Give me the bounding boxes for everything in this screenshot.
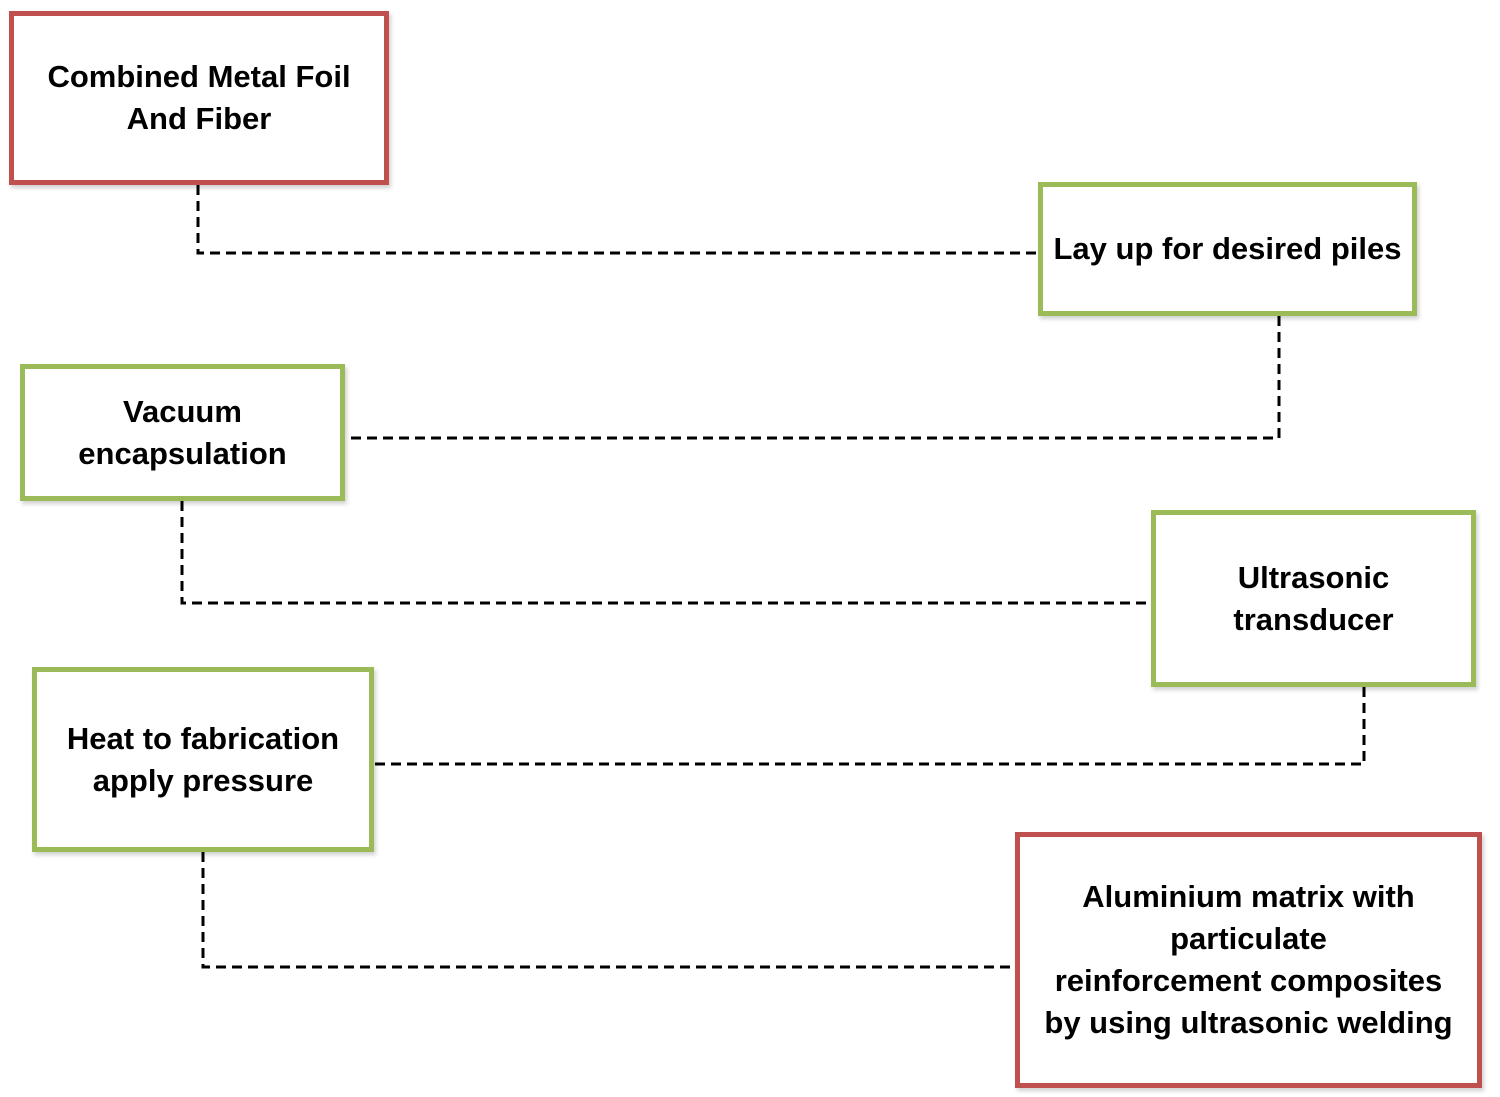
connector-heat-to-end [201, 852, 1015, 969]
step-label-line: apply pressure [92, 762, 314, 798]
step-lay-up-for-desired-piles: Lay up for desired piles [1038, 182, 1417, 316]
step-label-line: Heat to fabrication [66, 720, 340, 756]
step-label: Combined Metal Foil And Fiber [47, 56, 350, 140]
step-label-line: Lay up for desired piles [1053, 231, 1402, 266]
step-label: Lay up for desired piles [1054, 228, 1402, 270]
connector-layup-to-vacuum [345, 316, 1281, 440]
step-label: Ultrasonic transducer [1233, 557, 1393, 641]
step-label-line: encapsulation [78, 435, 287, 471]
step-label-line: Aluminium matrix with [1082, 879, 1415, 914]
step-label-line: Combined Metal Foil [47, 59, 351, 94]
connector-ultrasonic-to-heat [374, 687, 1366, 766]
step-label-line: And Fiber [126, 101, 272, 136]
step-label: Aluminium matrix with particulate reinfo… [1044, 876, 1452, 1044]
step-heat-to-fabrication-apply-pressure: Heat to fabrication apply pressure [32, 667, 374, 852]
step-label-line: reinforcement composites [1054, 963, 1443, 998]
step-label-line: particulate [1170, 921, 1327, 956]
step-label-line: by using ultrasonic welding [1044, 1005, 1453, 1040]
step-vacuum-encapsulation: Vacuum encapsulation [20, 364, 345, 501]
step-ultrasonic-transducer: Ultrasonic transducer [1151, 510, 1476, 687]
connector-start-to-layup [196, 185, 1038, 255]
step-aluminium-matrix-composites: Aluminium matrix with particulate reinfo… [1015, 832, 1482, 1088]
step-label-line: transducer [1233, 601, 1394, 637]
step-label: Heat to fabrication apply pressure [67, 718, 339, 802]
connector-vacuum-to-ultrasonic [180, 501, 1151, 605]
step-label-line: Ultrasonic [1237, 559, 1390, 595]
step-combined-metal-foil-and-fiber: Combined Metal Foil And Fiber [9, 11, 389, 185]
step-label-line: Vacuum [123, 393, 242, 429]
step-label: Vacuum encapsulation [78, 391, 286, 475]
